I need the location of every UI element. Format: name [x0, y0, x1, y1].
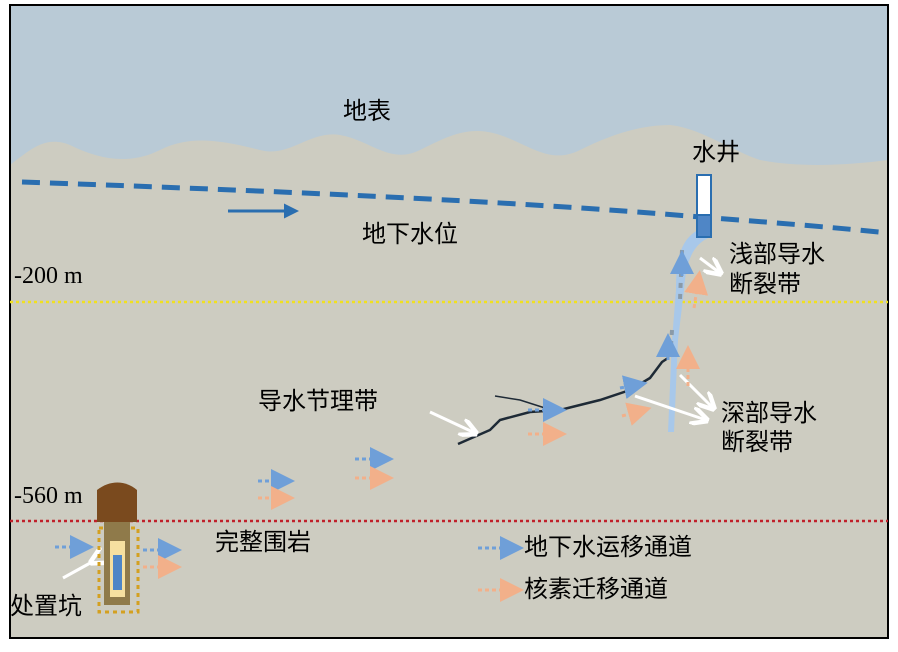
- joint-zone-label: 导水节理带: [258, 387, 378, 415]
- depth-560-label: -560 m: [14, 483, 83, 509]
- pointer-arrow: [678, 373, 713, 408]
- pointer-arrow: [699, 256, 720, 273]
- nuclide-arrows: [143, 270, 709, 579]
- deep-fault-label-1: 深部导水: [721, 399, 817, 427]
- joint-crack-branch: [494, 395, 546, 409]
- ground: [10, 125, 888, 638]
- water-table-label: 地下水位: [362, 220, 458, 248]
- pit-cap: [97, 482, 137, 522]
- shallow-fault-label-1: 浅部导水: [729, 240, 825, 268]
- surface-label: 地表: [343, 97, 391, 125]
- legend-nuclide-label: 核素迁移通道: [524, 575, 668, 603]
- disposal-pit-label: 处置坑: [10, 592, 82, 620]
- joint-crack: [457, 356, 669, 446]
- intact-rock-label: 完整围岩: [215, 528, 311, 556]
- well-water: [696, 214, 712, 238]
- legend-groundwater-label: 地下水运移通道: [524, 533, 692, 561]
- shallow-fault-label-2: 断裂带: [729, 270, 801, 298]
- pointer-arrow: [634, 394, 706, 420]
- pointer-arrow: [62, 562, 92, 580]
- depth-200-label: -200 m: [14, 263, 83, 289]
- well-label: 水井: [692, 138, 740, 166]
- frame: [9, 4, 889, 639]
- fault-zone: [668, 230, 708, 432]
- deep-fault-label-2: 断裂带: [721, 428, 793, 456]
- pointer-arrow: [429, 410, 475, 433]
- water-table-line: [21, 179, 889, 236]
- waste-canister: [113, 555, 122, 590]
- groundwater-arrows: [55, 250, 694, 562]
